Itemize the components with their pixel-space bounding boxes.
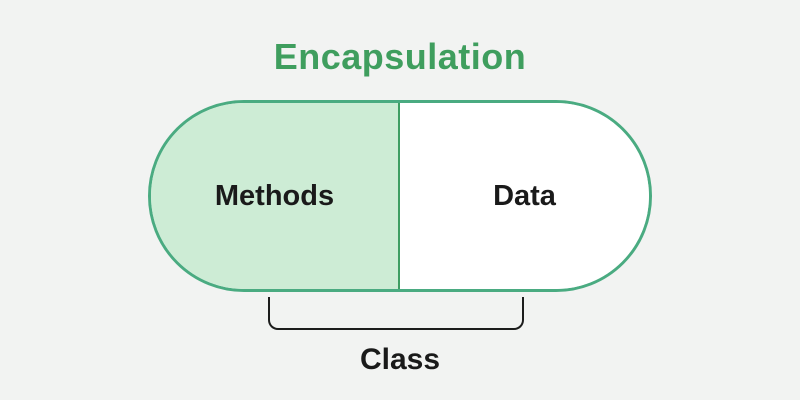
methods-compartment: Methods	[151, 103, 400, 289]
methods-label: Methods	[214, 179, 335, 212]
class-capsule: Methods Data	[148, 100, 652, 292]
data-label: Data	[493, 179, 556, 212]
class-label: Class	[359, 343, 441, 376]
data-compartment: Data	[400, 103, 649, 289]
class-bracket	[268, 297, 524, 330]
diagram-title: Encapsulation	[273, 36, 527, 77]
